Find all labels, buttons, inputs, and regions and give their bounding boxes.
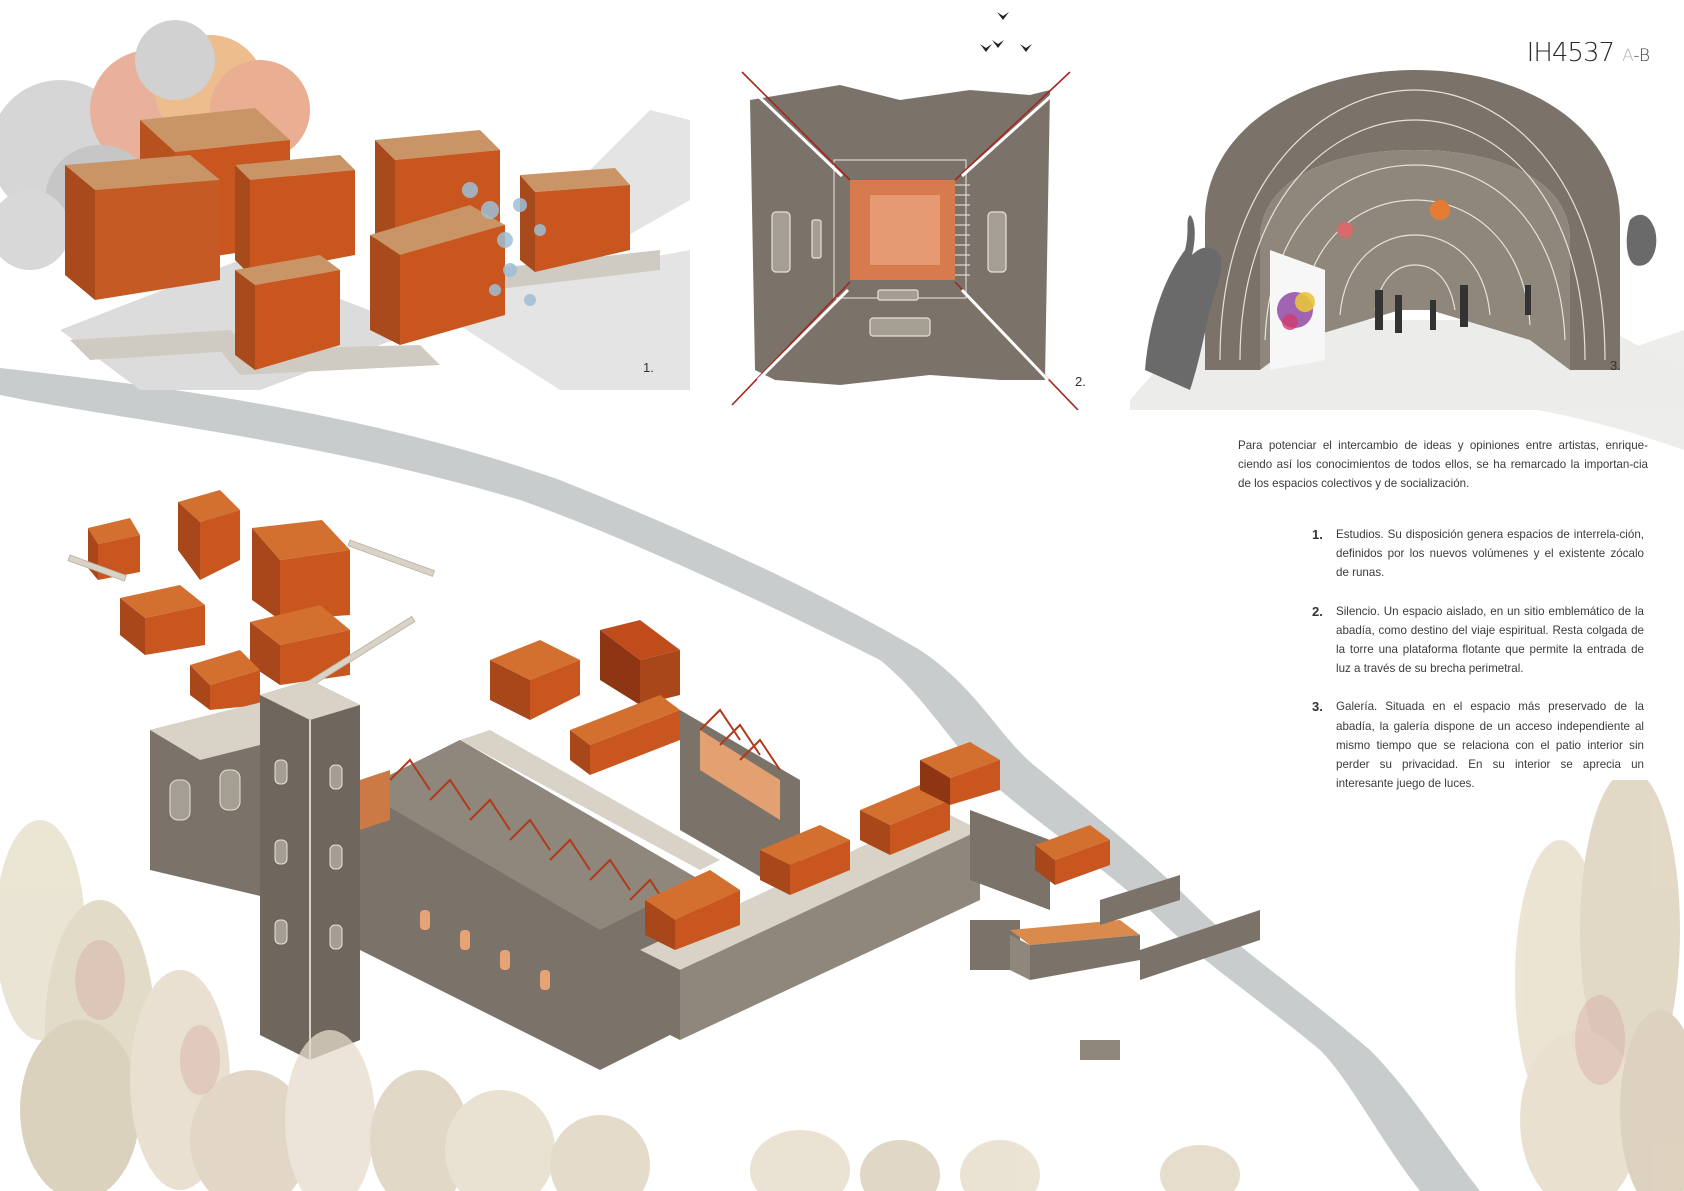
item-text: Estudios. Su disposición genera espacios… bbox=[1336, 528, 1644, 580]
trees-illustration bbox=[0, 780, 1684, 1191]
panel-silencio: 2. bbox=[730, 0, 1100, 410]
description-list: 1. Estudios. Su disposición genera espac… bbox=[1310, 525, 1644, 812]
panel-estudios: 1. bbox=[0, 0, 690, 390]
sheet-subcode: A-B bbox=[1622, 46, 1650, 66]
tower-illustration bbox=[731, 12, 1079, 410]
item-number: 2. bbox=[1312, 603, 1323, 619]
sheet-title: IH4537 A-B bbox=[1527, 38, 1650, 68]
sheet-code: IH4537 bbox=[1526, 38, 1615, 68]
item-number: 3. bbox=[1312, 699, 1323, 715]
panel-label-2: 2. bbox=[1075, 374, 1086, 389]
panel-label-3: 3. bbox=[1610, 358, 1621, 373]
intro-paragraph: Para potenciar el intercambio de ideas y… bbox=[1238, 439, 1648, 490]
item-number: 1. bbox=[1312, 527, 1323, 542]
list-item-silencio: 2. Silencio. Un espacio aislado, en un s… bbox=[1310, 602, 1644, 679]
panel-galeria: 3. bbox=[1130, 70, 1684, 410]
list-item-galeria: 3. Galería. Situada en el espacio más pr… bbox=[1310, 697, 1644, 793]
list-item-estudios: 1. Estudios. Su disposición genera espac… bbox=[1310, 525, 1644, 583]
gallery-illustration bbox=[1130, 70, 1684, 410]
item-text: Silencio. Un espacio aislado, en un siti… bbox=[1336, 604, 1644, 676]
panel-label-1: 1. bbox=[643, 360, 654, 375]
item-text: Galería. Situada en el espacio más prese… bbox=[1336, 700, 1644, 791]
abbey-axonometric bbox=[67, 490, 1260, 1070]
studios-illustration bbox=[0, 20, 690, 390]
birds-icon bbox=[980, 12, 1032, 52]
